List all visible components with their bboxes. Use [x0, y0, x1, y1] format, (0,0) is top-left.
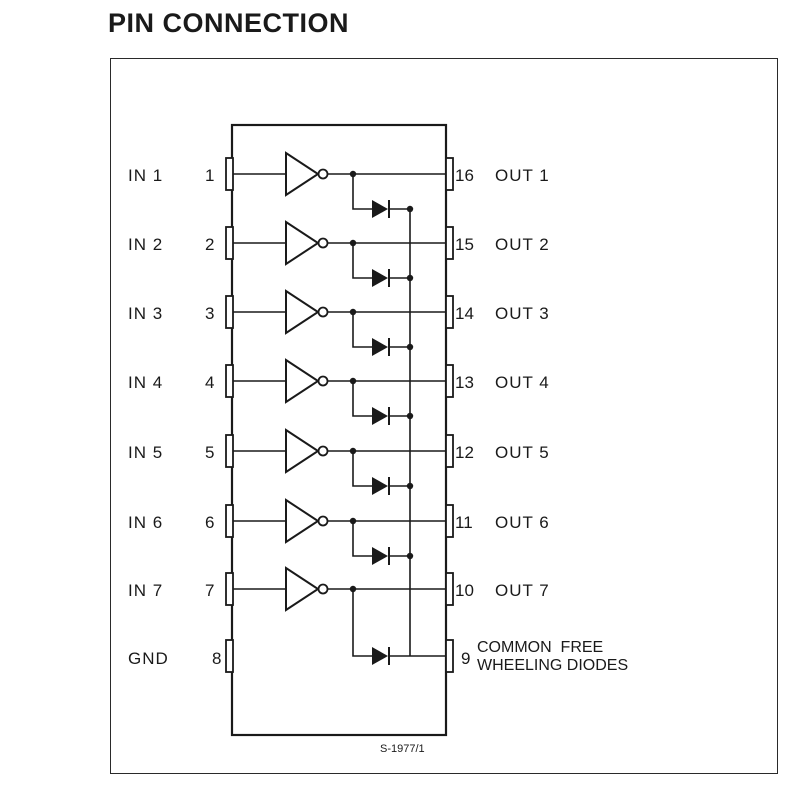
diode-anode [372, 547, 388, 565]
gnd-pin-number: 8 [212, 649, 221, 668]
channel-5: IN 5 5 12 OUT 5 [128, 428, 550, 495]
common-label-line2: WHEELING DIODES [477, 657, 628, 674]
diode-anode [372, 477, 388, 495]
input-label: IN 2 [128, 235, 163, 254]
inverter-bubble [317, 306, 329, 318]
output-label: OUT 6 [495, 513, 550, 532]
channel-7: IN 7 7 10 OUT 7 [128, 566, 550, 665]
page-title: PIN CONNECTION [108, 8, 350, 38]
input-pin-number: 5 [205, 443, 214, 462]
output-pin-number: 11 [455, 513, 473, 532]
output-pin-number: 10 [455, 581, 474, 600]
diode-anode [372, 647, 388, 665]
output-label: OUT 5 [495, 443, 550, 462]
gnd-pin-group: GND 8 [128, 639, 234, 673]
channel-2: IN 2 2 15 OUT 2 [128, 220, 550, 287]
output-pin-number: 15 [455, 235, 474, 254]
input-pin-number: 6 [205, 513, 214, 532]
gnd-pin-tab [225, 639, 234, 673]
diode-branch [352, 174, 372, 210]
diode-branch [352, 381, 372, 417]
input-pin-tab [225, 434, 234, 468]
bus-junction-dot [406, 552, 414, 560]
input-label: IN 5 [128, 443, 163, 462]
inverter-bubble [317, 445, 329, 457]
channel-3: IN 3 3 14 OUT 3 [128, 289, 550, 356]
inverter-symbol [285, 289, 320, 335]
input-pin-tab [225, 504, 234, 538]
output-pin-tab [445, 504, 454, 538]
output-pin-number: 14 [455, 304, 474, 323]
output-pin-tab [445, 157, 454, 191]
output-label: OUT 3 [495, 304, 550, 323]
figure-reference: S-1977/1 [380, 743, 425, 755]
bus-junction-dot [406, 482, 414, 490]
input-label: IN 6 [128, 513, 163, 532]
common-label-line1: COMMON FREE [477, 639, 603, 656]
bus-junction-dot [406, 412, 414, 420]
common-pin-group: 9 COMMON FREE WHEELING DIODES [445, 639, 628, 674]
output-pin-tab [445, 572, 454, 606]
output-pin-tab [445, 226, 454, 260]
inverter-symbol [285, 498, 320, 544]
input-pin-number: 2 [205, 235, 214, 254]
inverter-symbol [285, 358, 320, 404]
ic-package-body [230, 123, 448, 737]
output-label: OUT 1 [495, 166, 550, 185]
common-pin-tab [445, 639, 454, 673]
diode-branch [352, 312, 372, 348]
gnd-label: GND [128, 649, 169, 668]
inverter-bubble [317, 237, 329, 249]
output-pin-number: 12 [455, 443, 474, 462]
diode-branch [352, 243, 372, 279]
input-pin-tab [225, 226, 234, 260]
inverter-bubble [317, 515, 329, 527]
channel-1: IN 1 1 16 OUT 1 [128, 151, 550, 218]
output-label: OUT 7 [495, 581, 550, 600]
output-pin-tab [445, 434, 454, 468]
input-label: IN 7 [128, 581, 163, 600]
output-pin-tab [445, 295, 454, 329]
inverter-symbol [285, 566, 320, 612]
output-label: OUT 2 [495, 235, 550, 254]
output-pin-number: 13 [455, 373, 474, 392]
channel-6: IN 6 6 11 OUT 6 [128, 498, 550, 565]
input-pin-tab [225, 364, 234, 398]
input-pin-number: 7 [205, 581, 214, 600]
inverter-bubble [317, 583, 329, 595]
output-pin-number: 16 [455, 166, 474, 185]
input-label: IN 3 [128, 304, 163, 323]
inverter-symbol [285, 220, 320, 266]
diode-anode [372, 200, 388, 218]
output-label: OUT 4 [495, 373, 550, 392]
diode-anode [372, 338, 388, 356]
diode-branch [352, 589, 372, 657]
common-pin-number: 9 [461, 649, 470, 668]
bus-junction-dot [406, 274, 414, 282]
input-pin-tab [225, 572, 234, 606]
inverter-bubble [317, 168, 329, 180]
bus-junction-dot [406, 343, 414, 351]
input-label: IN 1 [128, 166, 163, 185]
input-pin-tab [225, 295, 234, 329]
diagram-frame [110, 58, 778, 774]
input-pin-number: 3 [205, 304, 214, 323]
output-pin-tab [445, 364, 454, 398]
channel-4: IN 4 4 13 OUT 4 [128, 358, 550, 425]
input-label: IN 4 [128, 373, 163, 392]
inverter-symbol [285, 151, 320, 197]
inverter-bubble [317, 375, 329, 387]
input-pin-number: 1 [205, 166, 214, 185]
bus-junction-dot [406, 205, 414, 213]
diode-branch [352, 451, 372, 487]
input-pin-number: 4 [205, 373, 214, 392]
diode-anode [372, 269, 388, 287]
diode-branch [352, 521, 372, 557]
inverter-symbol [285, 428, 320, 474]
diode-anode [372, 407, 388, 425]
input-pin-tab [225, 157, 234, 191]
